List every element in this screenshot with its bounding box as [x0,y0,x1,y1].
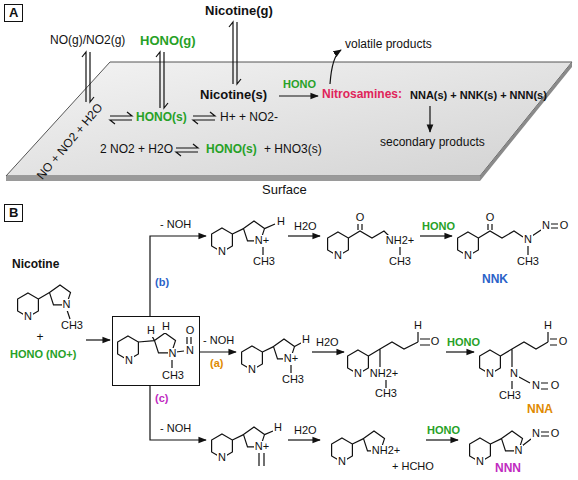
atom-label: CH3 [388,256,412,268]
text-label: H2O [294,424,317,437]
atom-label: N [217,452,227,464]
atom-label: N [333,250,343,262]
atom-label: H [543,320,553,332]
text-label: Nicotine [12,258,59,272]
text-label: HONO [447,336,480,349]
text-label: NO(g)/NO2(g) [50,34,125,48]
atom-label: N [124,355,134,367]
atom-label: O [485,212,496,224]
atom-label: N [185,345,195,357]
panel-letter: B [5,205,22,221]
atom-label: H [413,320,423,332]
text-label: HONO(s) [136,111,187,125]
text-label: HONO [422,220,455,233]
atom-label: O [430,336,441,348]
text-label: (b) [155,276,169,289]
text-label: H2O [294,220,317,233]
atom-label: O [185,325,196,337]
text-label: HONO [283,78,316,91]
atom-label: NH2+ [385,235,415,247]
text-label: Surface [262,183,307,198]
atom-label: N [217,246,227,258]
atom-label: N [62,299,72,311]
atom-label: CH3 [374,388,398,400]
atom-label: CH3 [252,256,276,268]
text-label: H2O [316,336,339,349]
atom-label: H [161,321,171,333]
atom-label: N [247,364,257,376]
chemical-structures [18,221,558,466]
atom-label: N [531,428,541,440]
text-label: volatile products [345,38,432,52]
atom-label: CH3 [516,256,540,268]
atom-label: N [23,311,33,323]
atom-label: N [541,220,551,232]
text-label: NNA [527,403,553,417]
atom-label: O [558,336,569,348]
text-label: HONO(g) [140,34,196,49]
atom-label: CH3 [498,390,522,402]
atom-label: H [273,422,283,434]
atom-label: H [146,325,156,337]
atom-label: N [509,368,519,380]
atom-label: CH3 [60,320,84,332]
atom-label: N [337,456,347,468]
reaction-arrows [86,236,474,440]
text-label: H+ + NO2- [220,111,278,125]
atom-label: O [550,428,561,440]
text-label: HONO (NO+) [10,348,76,361]
text-label: HONO(s) [206,143,257,157]
text-label: NNN [495,462,521,476]
atom-label: O [355,212,366,224]
atom-label: CH3 [281,374,305,386]
atom-label: CH3 [161,370,185,382]
atom-label: N [485,368,495,380]
text-label: NNA(s) + NNK(s) + NNN(s) [410,89,547,102]
text-label: (c) [155,392,168,405]
text-label: (a) [210,357,223,370]
text-label: 2 NO2 + H2O [100,143,173,157]
atom-label: N [523,234,533,246]
text-label: - NOH [160,218,191,231]
text-label: - NOH [160,422,191,435]
panel-letter-box: A [4,4,23,22]
atom-label: N [531,380,541,392]
atom-label: N [353,368,363,380]
text-label: + HCHO [392,460,434,473]
panel-letter-box: B [4,204,23,222]
atom-label: H [301,334,311,346]
text-label: Nicotine(s) [200,88,267,103]
atom-label: N [463,250,473,262]
text-label: Nicotine(g) [205,4,273,19]
atom-label: N [514,445,524,457]
text-label: - NOH [203,334,234,347]
atom-label: O [550,380,561,392]
atom-label: NH2+ [371,445,401,457]
text-label: HONO [427,424,460,437]
text-label: Nitrosamines: [322,88,402,102]
atom-label: N+ [254,441,270,453]
atom-label: O [559,220,570,232]
atom-label: N+ [283,353,299,365]
panel-letter: A [5,5,22,21]
text-label: + [36,331,43,345]
intermediate-box: NNNOCH3HH [112,316,200,386]
text-label: NNK [482,273,508,287]
atom-label: N [475,456,485,468]
text-label: secondary products [380,136,485,150]
text-label: + HNO3(s) [264,143,322,157]
atom-label: N [168,348,178,360]
atom-label: NH2+ [369,368,399,380]
atom-label: H [276,216,286,228]
atom-label: N+ [254,235,270,247]
